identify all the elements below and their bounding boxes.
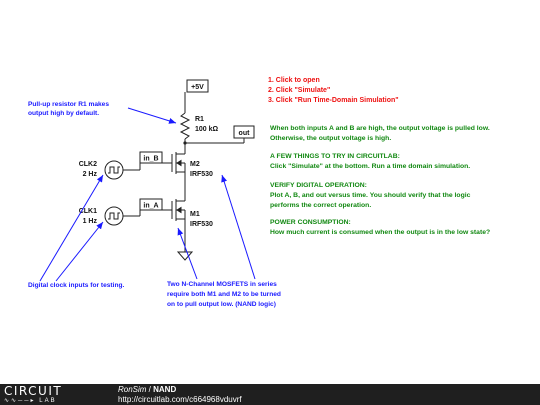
mosfet-m1[interactable] bbox=[162, 199, 186, 252]
waveform-icon: ∿∿──▸ bbox=[4, 398, 36, 404]
logo-bottom-row: ∿∿──▸ LAB bbox=[4, 397, 57, 404]
supply-5v[interactable]: +5V bbox=[186, 79, 209, 93]
r1-name: R1 bbox=[195, 116, 204, 123]
step-2: 2. Click "Simulate" bbox=[268, 87, 330, 94]
annotation-mosfet-line1: Two N-Channel MOSFETS in series bbox=[167, 281, 277, 288]
info-verify-line2: performs the correct operation. bbox=[270, 202, 371, 209]
m1-part: IRF530 bbox=[190, 221, 213, 228]
annotation-pullup-line1: Pull-up resistor R1 makes bbox=[28, 101, 109, 108]
clock-source-clk1[interactable] bbox=[104, 206, 124, 226]
circuitlab-logo[interactable]: CIRCUIT ∿∿──▸ LAB bbox=[4, 384, 74, 404]
info-power-text: How much current is consumed when the ou… bbox=[270, 229, 490, 236]
footer-bar: CIRCUIT ∿∿──▸ LAB RonSim / NAND http://c… bbox=[0, 384, 540, 405]
in-b-label: in_B bbox=[143, 156, 158, 163]
in-a-label: in_A bbox=[143, 203, 158, 210]
arrow-clock-1 bbox=[39, 174, 104, 282]
in-a-port[interactable]: in_A bbox=[139, 198, 163, 211]
in-b-port[interactable]: in_B bbox=[139, 151, 163, 164]
clk2-name: CLK2 bbox=[79, 161, 97, 168]
step-3: 3. Click "Run Time-Domain Simulation" bbox=[268, 97, 399, 104]
out-label: out bbox=[239, 130, 251, 137]
clock-source-clk2[interactable] bbox=[104, 160, 124, 180]
arrow-pullup bbox=[127, 107, 177, 124]
arrow-mosfet-2 bbox=[221, 174, 256, 280]
m2-name: M2 bbox=[190, 161, 200, 168]
schematic-canvas: +5V R1 100 kΩ out M2 IRF530 in_B bbox=[28, 77, 490, 308]
mosfet-m2[interactable] bbox=[162, 152, 186, 201]
annotation-mosfet-line3: on to pull output low. (NAND logic) bbox=[167, 301, 276, 308]
annotation-mosfet-line2: require both M1 and M2 to be turned bbox=[167, 291, 281, 298]
info-try-heading: A FEW THINGS TO TRY IN CIRCUITLAB: bbox=[270, 153, 400, 160]
circuit-author[interactable]: RonSim bbox=[118, 385, 147, 394]
info-desc-line1: When both inputs A and B are high, the o… bbox=[270, 125, 490, 132]
arrow-clock-2 bbox=[55, 221, 104, 282]
circuit-url-link[interactable]: http://circuitlab.com/c664968vduvrf bbox=[118, 395, 242, 404]
step-1[interactable]: 1. Click to open bbox=[268, 77, 320, 84]
m1-name: M1 bbox=[190, 211, 200, 218]
arrow-mosfet-1 bbox=[177, 227, 198, 280]
clk1-freq: 1 Hz bbox=[83, 218, 98, 225]
supply-label: +5V bbox=[191, 84, 204, 91]
annotation-clock-inputs: Digital clock inputs for testing. bbox=[28, 282, 125, 289]
r1-value: 100 kΩ bbox=[195, 126, 219, 133]
clk1-name: CLK1 bbox=[79, 208, 97, 215]
info-try-text: Click "Simulate" at the bottom. Run a ti… bbox=[270, 163, 470, 170]
info-verify-heading: VERIFY DIGITAL OPERATION: bbox=[270, 182, 367, 189]
title-separator: / bbox=[146, 385, 154, 394]
out-port[interactable]: out bbox=[233, 125, 255, 139]
logo-top-text: CIRCUIT bbox=[4, 384, 63, 398]
out-junction bbox=[183, 141, 187, 145]
annotation-pullup-line2: output high by default. bbox=[28, 110, 99, 117]
info-verify-line1: Plot A, B, and out versus time. You shou… bbox=[270, 192, 471, 199]
clk2-freq: 2 Hz bbox=[83, 171, 98, 178]
circuit-title: RonSim / NAND bbox=[118, 385, 176, 394]
resistor-r1[interactable] bbox=[179, 112, 191, 140]
m2-part: IRF530 bbox=[190, 171, 213, 178]
info-desc-line2: Otherwise, the output voltage is high. bbox=[270, 135, 391, 142]
info-power-heading: POWER CONSUMPTION: bbox=[270, 219, 351, 226]
circuit-name: NAND bbox=[153, 385, 177, 394]
logo-bottom-text: LAB bbox=[39, 398, 57, 404]
